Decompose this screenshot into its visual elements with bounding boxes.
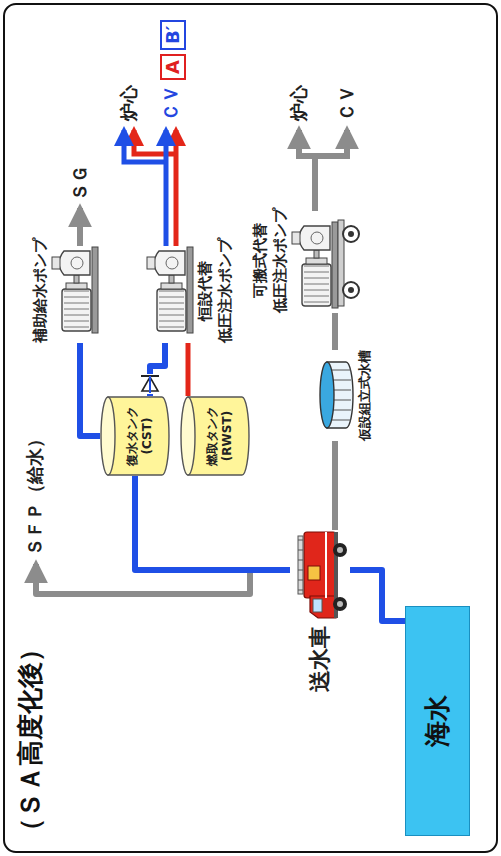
- pipe-connector: [135, 476, 290, 570]
- sg-pipe: [77, 208, 83, 246]
- destination-label: ＳＦＰ（給水）: [24, 430, 46, 556]
- pump-symbol: [290, 211, 360, 311]
- b-pipe: [124, 130, 166, 162]
- pipe-connector: [332, 313, 338, 350]
- truck-symbol: [290, 530, 350, 620]
- temporary-tank: 仮設組立式水槽: [318, 350, 374, 441]
- pump-unit: 恒設代替 低圧注水ポンプ: [145, 238, 235, 343]
- outer-frame: [4, 4, 497, 852]
- a-pipe: [174, 130, 179, 246]
- pipe-connector: [350, 570, 405, 621]
- legend-badge: B′: [160, 20, 186, 50]
- sea-label: 海水: [420, 695, 455, 747]
- a-pipe: [134, 130, 176, 154]
- tank: 燃取タンク (RWST): [180, 396, 250, 476]
- badge-text: A: [162, 60, 184, 74]
- truck-label: 送水車: [307, 626, 333, 692]
- pump-label: 恒設代替 低圧注水ポンプ: [195, 238, 235, 343]
- destination-label: ＣＶ: [336, 85, 358, 121]
- legend-badge: A: [160, 54, 186, 80]
- pump-symbol: [50, 246, 100, 336]
- sea-box: 海水: [405, 606, 470, 836]
- pump-label: 補助給水ポンプ: [30, 238, 50, 343]
- portable-pipe: [299, 130, 315, 211]
- b-pipe: [164, 130, 169, 246]
- badge-text: B′: [162, 26, 184, 44]
- tank: 復水タンク (CST): [100, 396, 170, 476]
- portable-pipe: [315, 130, 347, 156]
- check-valve: [140, 374, 160, 394]
- destination-label: 炉心: [118, 85, 140, 121]
- pump-unit: 可搬式代替 低圧注水ポンプ: [250, 208, 360, 313]
- destination-label: 炉心: [288, 85, 310, 121]
- tank-label: 仮設組立式水槽: [356, 350, 374, 441]
- diagram-title: （ＳＡ高度化後）: [14, 636, 46, 844]
- pool-symbol: [318, 361, 354, 431]
- pump-label: 可搬式代替 低圧注水ポンプ: [250, 208, 290, 313]
- pump-symbol: [145, 246, 195, 336]
- pipe-connector: [80, 343, 100, 436]
- pipe-connector: [332, 441, 338, 530]
- pump-unit: 補助給水ポンプ: [30, 238, 100, 343]
- pipe-connector: [186, 343, 191, 396]
- water-truck: 送水車: [290, 530, 350, 692]
- tank-label: 復水タンク (CST): [125, 406, 155, 466]
- destination-label: ＳＧ: [69, 165, 91, 201]
- tank-label: 燃取タンク (RWST): [205, 406, 235, 466]
- destination-label: ＣＶ: [160, 85, 182, 121]
